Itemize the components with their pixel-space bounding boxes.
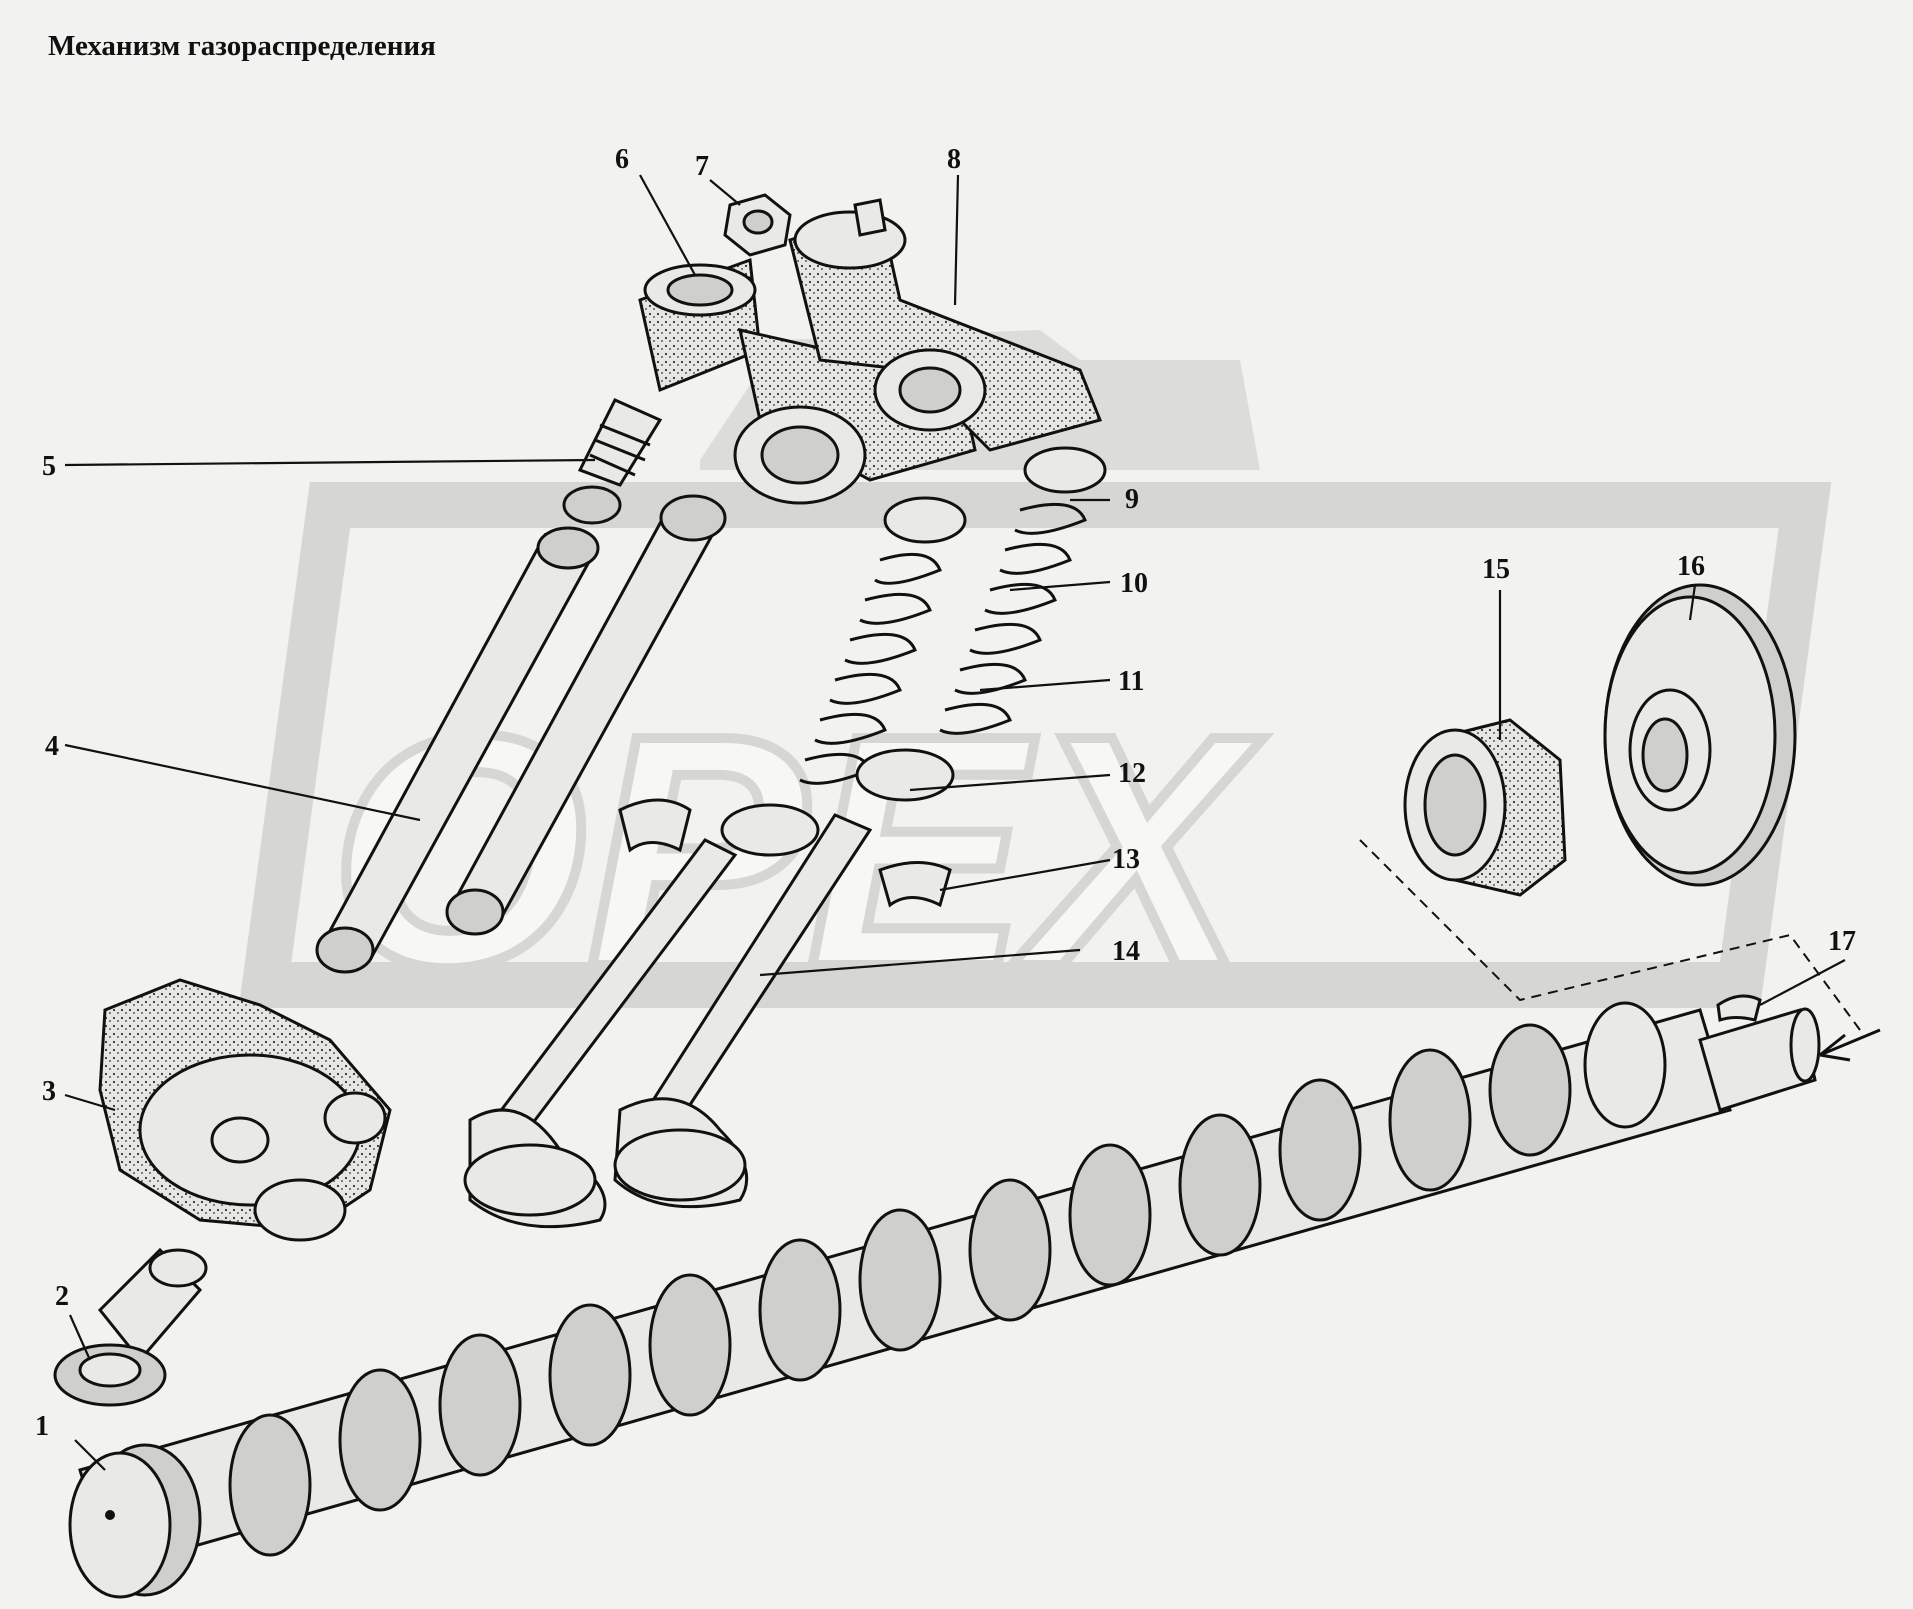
spring-right — [939, 502, 1087, 735]
tappet — [53, 1247, 208, 1407]
callout-3: 3 — [42, 1076, 56, 1107]
callout-2: 2 — [55, 1281, 69, 1312]
callout-17: 17 — [1828, 926, 1856, 957]
callout-6: 6 — [615, 144, 629, 175]
callout-9: 9 — [1125, 484, 1139, 515]
valve-cotters — [618, 798, 952, 908]
valves — [463, 813, 873, 1229]
callout-15: 15 — [1482, 554, 1510, 585]
callout-7: 7 — [695, 151, 709, 182]
callout-13: 13 — [1112, 844, 1140, 875]
woodruff-key — [1716, 994, 1762, 1022]
watermark-frame — [238, 482, 1832, 1008]
leader-lines — [64, 174, 1846, 1471]
camshaft-gear — [1603, 583, 1797, 887]
callout-1: 1 — [35, 1411, 49, 1442]
camshaft-lobes — [68, 1001, 1667, 1599]
assembly-indicator — [1359, 839, 1881, 1062]
camshaft — [68, 1001, 1821, 1599]
callout-14: 14 — [1112, 936, 1140, 967]
valve-springs — [720, 446, 1107, 857]
thrust-flange — [1403, 718, 1567, 897]
rocker-bracket — [788, 198, 1103, 452]
callout-5: 5 — [42, 451, 56, 482]
page-title: Механизм газораспределения — [48, 30, 436, 62]
spring-left — [799, 552, 942, 785]
adjusting-screw — [562, 398, 663, 525]
callout-16: 16 — [1677, 551, 1705, 582]
tappet-block — [98, 978, 392, 1242]
callout-10: 10 — [1120, 568, 1148, 599]
push-rods — [315, 494, 727, 974]
lock-nut — [723, 193, 792, 257]
callout-12: 12 — [1118, 758, 1146, 789]
callout-11: 11 — [1118, 666, 1144, 697]
callout-8: 8 — [947, 144, 961, 175]
callout-4: 4 — [45, 731, 59, 762]
callout-numbers: 1 2 3 4 5 6 7 8 9 10 11 12 13 14 15 16 1… — [35, 144, 1856, 1442]
